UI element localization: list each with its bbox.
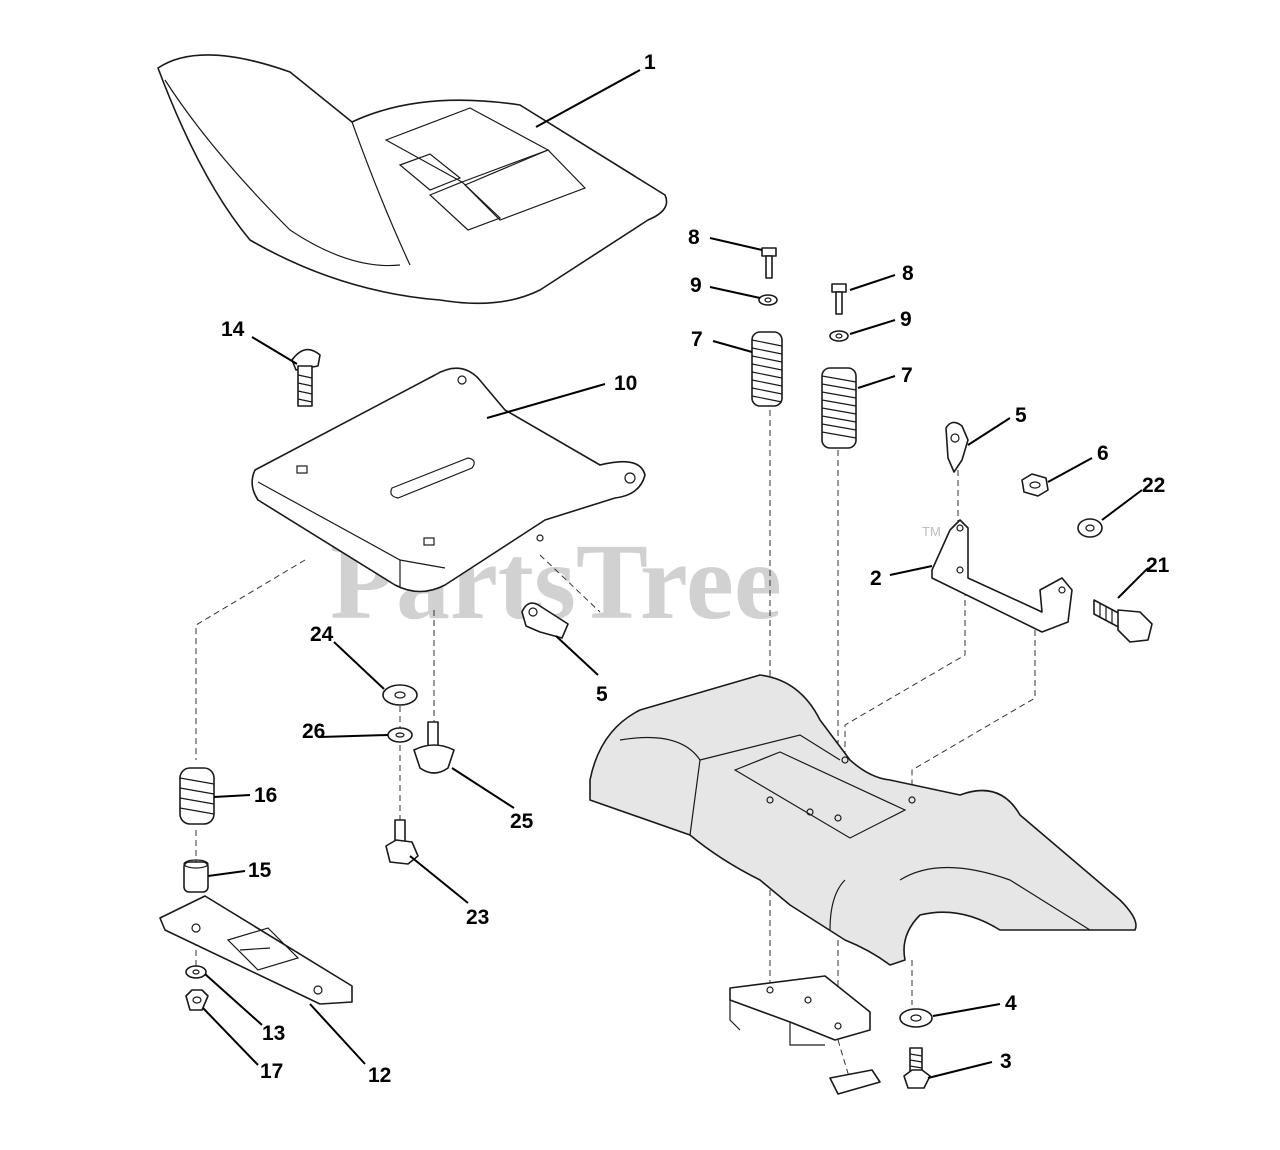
base-bracket-part [729,975,871,1046]
washer-13-part [185,965,207,979]
watermark-trademark: TM [922,524,941,539]
bolt-21-part [1093,599,1153,643]
clip-part [829,1069,881,1095]
slide-12-part [159,895,353,1005]
washer-24-part [382,684,418,706]
callout-12: 12 [368,1064,391,1087]
screw-left-part [761,247,777,279]
nut-6-part [1021,473,1049,497]
washer-4-part [899,1008,933,1028]
washer-26-part [387,727,413,743]
screw-right-part [831,283,847,315]
nut-23-part [385,819,419,865]
callout-23: 23 [466,906,489,929]
tractor-frame-part [589,674,1137,966]
callout-1: 1 [644,51,656,74]
knob-left-part [521,602,569,639]
callout-9-left: 9 [690,274,702,297]
callout-4: 4 [1005,992,1017,1015]
callout-3: 3 [1000,1050,1012,1073]
callouts: 1 14 10 8 9 7 8 9 7 5 6 22 2 21 5 24 26 … [221,51,1170,1087]
callout-21: 21 [1146,554,1170,577]
callout-24: 24 [310,623,334,646]
bumper-25-part [413,721,455,774]
callout-15: 15 [248,859,272,882]
leader-lines [202,69,1149,1079]
callout-25: 25 [510,810,534,833]
seat-part [157,54,668,305]
callout-6: 6 [1097,442,1109,465]
callout-9-right: 9 [900,308,912,331]
washer-left-part [758,294,778,306]
callout-13: 13 [262,1022,285,1045]
carriage-bolt-part [291,348,321,407]
callout-16: 16 [254,784,277,807]
callout-26: 26 [302,720,325,743]
seat-pan-part [251,367,646,593]
callout-10: 10 [614,372,637,395]
callout-22: 22 [1142,474,1165,497]
callout-8-left: 8 [688,226,700,249]
callout-5-left: 5 [596,683,608,706]
bolt-3-part [903,1047,931,1089]
spacer-15-part [183,859,209,893]
washer-right-part [829,330,849,342]
callout-7-left: 7 [691,328,703,351]
callout-14: 14 [221,318,245,341]
callout-2: 2 [870,567,882,590]
callout-7-right: 7 [901,364,913,387]
spring-right-part [821,367,857,449]
callout-5-right: 5 [1015,404,1027,427]
washer-22-part [1077,518,1103,538]
spring-16-part [179,767,215,825]
bracket-part [931,519,1073,633]
callout-8-right: 8 [902,262,914,285]
knob-right-part [945,421,969,473]
nut-17-part [185,989,209,1011]
callout-17: 17 [260,1060,283,1083]
spring-left-part [751,331,783,407]
